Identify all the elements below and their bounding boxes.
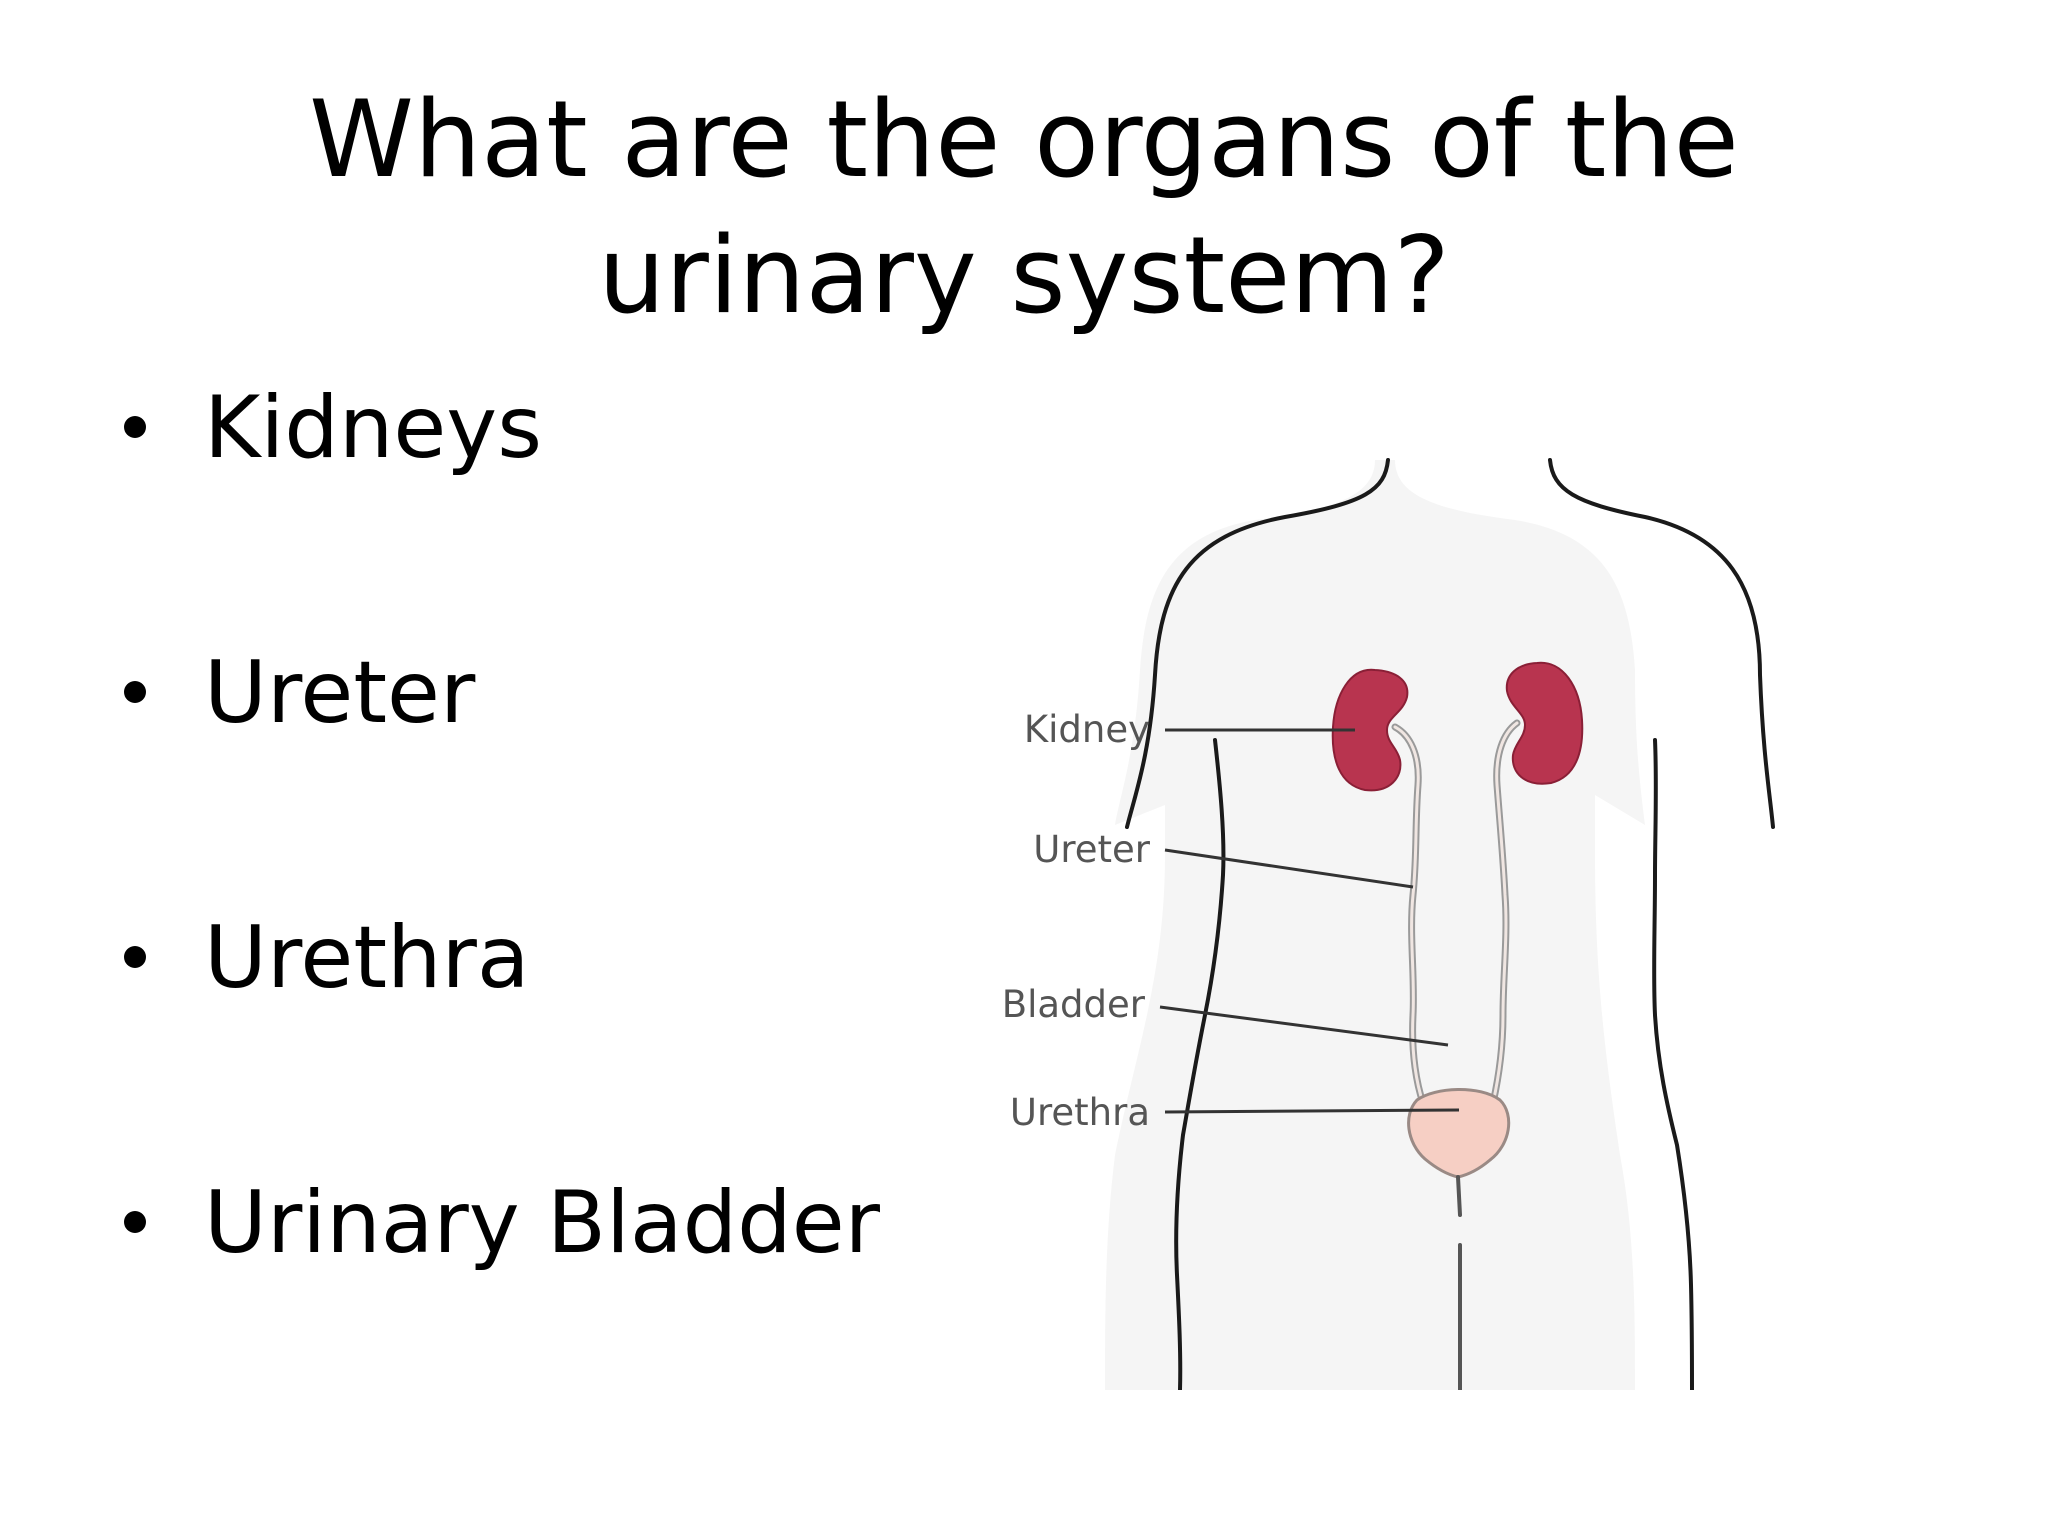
left-kidney bbox=[1331, 668, 1409, 792]
body-fill bbox=[1105, 460, 1645, 1390]
ureter-label: Ureter bbox=[1033, 828, 1151, 871]
bullet-item: Urinary Bladder bbox=[118, 1173, 880, 1273]
bullet-text: Urinary Bladder bbox=[204, 1173, 881, 1273]
right-shoulder-outline bbox=[1548, 458, 1775, 829]
right-ureter-core bbox=[1491, 721, 1519, 1105]
slide-title: What are the organs of the urinary syste… bbox=[309, 78, 1739, 337]
ureter-leader-line bbox=[1164, 848, 1414, 889]
bullet-list: Kidneys Ureter Urethra Urinary Bladder bbox=[118, 378, 880, 1438]
kidney-label: Kidney bbox=[1024, 708, 1150, 751]
bullet-item: Kidneys bbox=[118, 378, 880, 478]
right-kidney bbox=[1505, 661, 1584, 785]
left-shoulder-outline bbox=[1125, 458, 1390, 829]
right-torso-outline bbox=[1652, 738, 1694, 1390]
diagram-svg: Kidney Ureter Bladder Urethra bbox=[1002, 458, 1775, 1390]
bullet-dot-icon bbox=[124, 1211, 146, 1233]
bullet-dot-icon bbox=[124, 946, 146, 968]
urethra bbox=[1456, 1175, 1462, 1390]
bullet-text: Ureter bbox=[204, 643, 476, 743]
bullet-dot-icon bbox=[124, 681, 146, 703]
bladder-label: Bladder bbox=[1002, 983, 1146, 1026]
urethra-label: Urethra bbox=[1010, 1091, 1150, 1134]
bladder-leader-line bbox=[1159, 1005, 1449, 1047]
bullet-item: Urethra bbox=[118, 908, 880, 1008]
left-ureter-core bbox=[1393, 725, 1425, 1105]
bullet-text: Kidneys bbox=[204, 378, 542, 478]
urethra-leader-line bbox=[1164, 1108, 1460, 1114]
urinary-system-diagram: Kidney Ureter Bladder Urethra bbox=[955, 455, 1815, 1390]
bullet-item: Ureter bbox=[118, 643, 880, 743]
bullet-dot-icon bbox=[124, 416, 146, 438]
bullet-text: Urethra bbox=[204, 908, 530, 1008]
